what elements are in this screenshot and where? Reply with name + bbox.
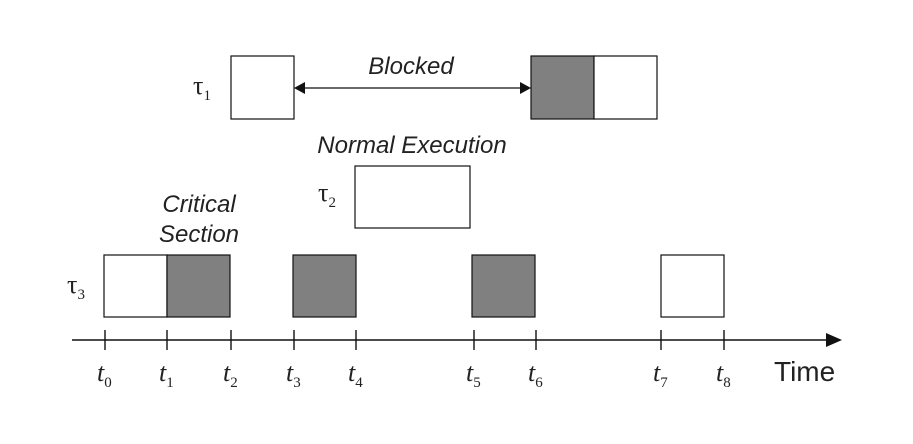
critical-section-label: Critical — [162, 191, 236, 218]
tau2-normal-execution-box — [354, 165, 471, 229]
tau1-final-execution-box — [593, 55, 658, 120]
tick-label-t4: t4 — [348, 358, 363, 391]
time-axis-label: Time — [774, 356, 835, 387]
tick-label-t0: t0 — [97, 358, 112, 391]
task-label-tau2: τ2 — [318, 178, 336, 211]
critical-section-label-line2: Section — [159, 221, 239, 248]
tick-label-t1: t1 — [159, 358, 174, 391]
tick-label-t7: t7 — [653, 358, 668, 391]
tau1-first-execution-box — [230, 55, 295, 120]
blocked-arrowhead-left — [294, 82, 305, 94]
tau1-critical-section-box — [530, 55, 595, 120]
tick-label-t8: t8 — [716, 358, 731, 391]
tau3-critical-section-box-2 — [292, 254, 357, 318]
blocked-label: Blocked — [368, 53, 454, 80]
time-axis-arrowhead — [826, 333, 842, 347]
tick-label-t2: t2 — [223, 358, 238, 391]
blocked-arrowhead-right — [520, 82, 531, 94]
tick-label-t5: t5 — [466, 358, 481, 391]
tau3-normal-execution-box-end — [660, 254, 725, 318]
tick-label-t3: t3 — [286, 358, 301, 391]
tick-label-t6: t6 — [528, 358, 543, 391]
task-label-tau1: τ1 — [193, 71, 211, 104]
tau3-normal-execution-box — [103, 254, 168, 318]
normal-execution-label: Normal Execution — [317, 132, 506, 159]
tau3-critical-section-box-3 — [471, 254, 536, 318]
task-label-tau3: τ3 — [67, 270, 85, 303]
tau3-critical-section-box-1 — [166, 254, 231, 318]
time-axis-ticks: t0 t1 t2 t3 t4 t5 t6 t7 t8 — [97, 330, 731, 391]
